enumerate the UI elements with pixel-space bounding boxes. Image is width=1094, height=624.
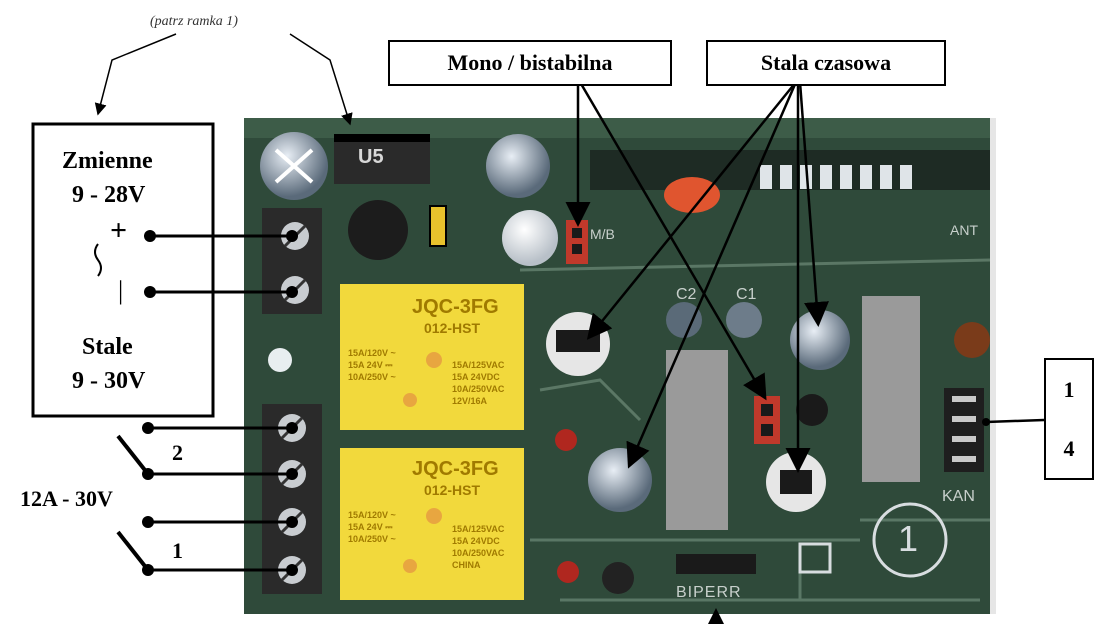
relay-bottom-spec-r4: CHINA: [452, 560, 481, 570]
kan-label: KAN: [942, 488, 975, 505]
relay-top-spec-2: 15A 24V ⎓: [348, 360, 393, 370]
relay-bottom-spec-r2: 15A 24VDC: [452, 536, 500, 546]
channel-4: 4: [1063, 435, 1075, 461]
antenna-pins: [760, 165, 912, 189]
white-capacitor: [502, 210, 558, 266]
led-white: [268, 348, 292, 372]
relay-bottom-spec-3: 10A/250V ~: [348, 534, 396, 544]
transistor: [796, 394, 828, 426]
output-rating: 12A - 30V: [20, 486, 113, 511]
orange-component: [664, 177, 720, 213]
mode-jumper-text: Mono / bistabilna: [447, 50, 613, 75]
pcb-shadow-top: [244, 118, 994, 138]
channel-1: 1: [1063, 376, 1075, 402]
power-box: [31, 122, 215, 418]
contact-1-label: 1: [172, 538, 183, 563]
minus-sign: |: [118, 276, 124, 305]
relay-bottom-spec-r3: 10A/250VAC: [452, 548, 505, 558]
relay-top-spec-1: 15A/120V ~: [348, 348, 396, 358]
channel-box: 1 4: [1044, 358, 1094, 480]
capacitor-bottom-left: [588, 448, 652, 512]
terminal-block-power: [262, 208, 322, 314]
relay-top-spec-r4: 12V/16A: [452, 396, 488, 406]
bottom-square: [798, 542, 832, 574]
circle-marker: [872, 502, 948, 578]
relay-top-code: 012-HST: [424, 320, 481, 336]
relay-bottom-code: 012-HST: [424, 482, 481, 498]
relay-top-model: JQC-3FG: [412, 296, 499, 318]
timer-jumper: [754, 396, 780, 444]
relay-bottom-model: JQC-3FG: [412, 458, 499, 480]
circle-marker-label: 1: [898, 518, 919, 559]
relay-top-spec-r1: 15A/125VAC: [452, 360, 505, 370]
transistor-bottom: [602, 562, 634, 594]
dc-title: Stale: [82, 334, 133, 360]
antenna-label: ANT: [950, 222, 978, 238]
pcb-white-edge: [990, 118, 996, 614]
mb-jumper: [566, 220, 588, 264]
relay-top-spec-3: 10A/250V ~: [348, 372, 396, 382]
time-constant-text: Stala czasowa: [760, 50, 892, 75]
biperr-label: BIPERR: [676, 584, 742, 601]
ic-right: [862, 296, 920, 482]
ic-left: [666, 350, 728, 530]
relay-bottom-spec-1: 15A/120V ~: [348, 510, 396, 520]
relay-top-spec-r3: 10A/250VAC: [452, 384, 505, 394]
relay-bottom-spec-2: 15A 24V ⎓: [348, 522, 393, 532]
dc-range: 9 - 30V: [72, 368, 146, 394]
capacitor-top-mid: [486, 134, 550, 198]
ramka-note: (patrz ramka 1): [150, 14, 238, 29]
pcb-traces: [519, 258, 991, 602]
tilde-symbol: [94, 243, 102, 277]
contact-2-label: 2: [172, 440, 183, 465]
ramka-pointer: [94, 33, 177, 116]
cap-c2-label: C2: [676, 286, 697, 303]
plus-sign: +: [110, 214, 128, 247]
ic-u5-label: U5: [358, 146, 384, 168]
led-red-2: [557, 561, 579, 583]
bridge-component: [348, 200, 408, 260]
relay-bottom-spec-r1: 15A/125VAC: [452, 524, 505, 534]
relay-bottom: [340, 448, 524, 600]
biperr-header: [676, 554, 756, 574]
terminal-block-outputs: [262, 404, 322, 594]
ic-u5: [334, 140, 430, 184]
capacitor-c2: [666, 302, 702, 338]
led-red-1: [555, 429, 577, 451]
yellow-jumper: [429, 205, 447, 247]
mode-jumper-label: Mono / bistabilna: [388, 40, 672, 86]
jumper-mb-label: M/B: [590, 226, 615, 242]
time-constant-label: Stala czasowa: [706, 40, 946, 86]
ac-range: 9 - 28V: [72, 182, 146, 208]
relay-top-spec-r2: 15A 24VDC: [452, 372, 500, 382]
capacitor-c1: [726, 302, 762, 338]
ac-title: Zmienne: [62, 148, 153, 174]
cap-c1-label: C1: [736, 286, 757, 303]
inductor: [954, 322, 990, 358]
